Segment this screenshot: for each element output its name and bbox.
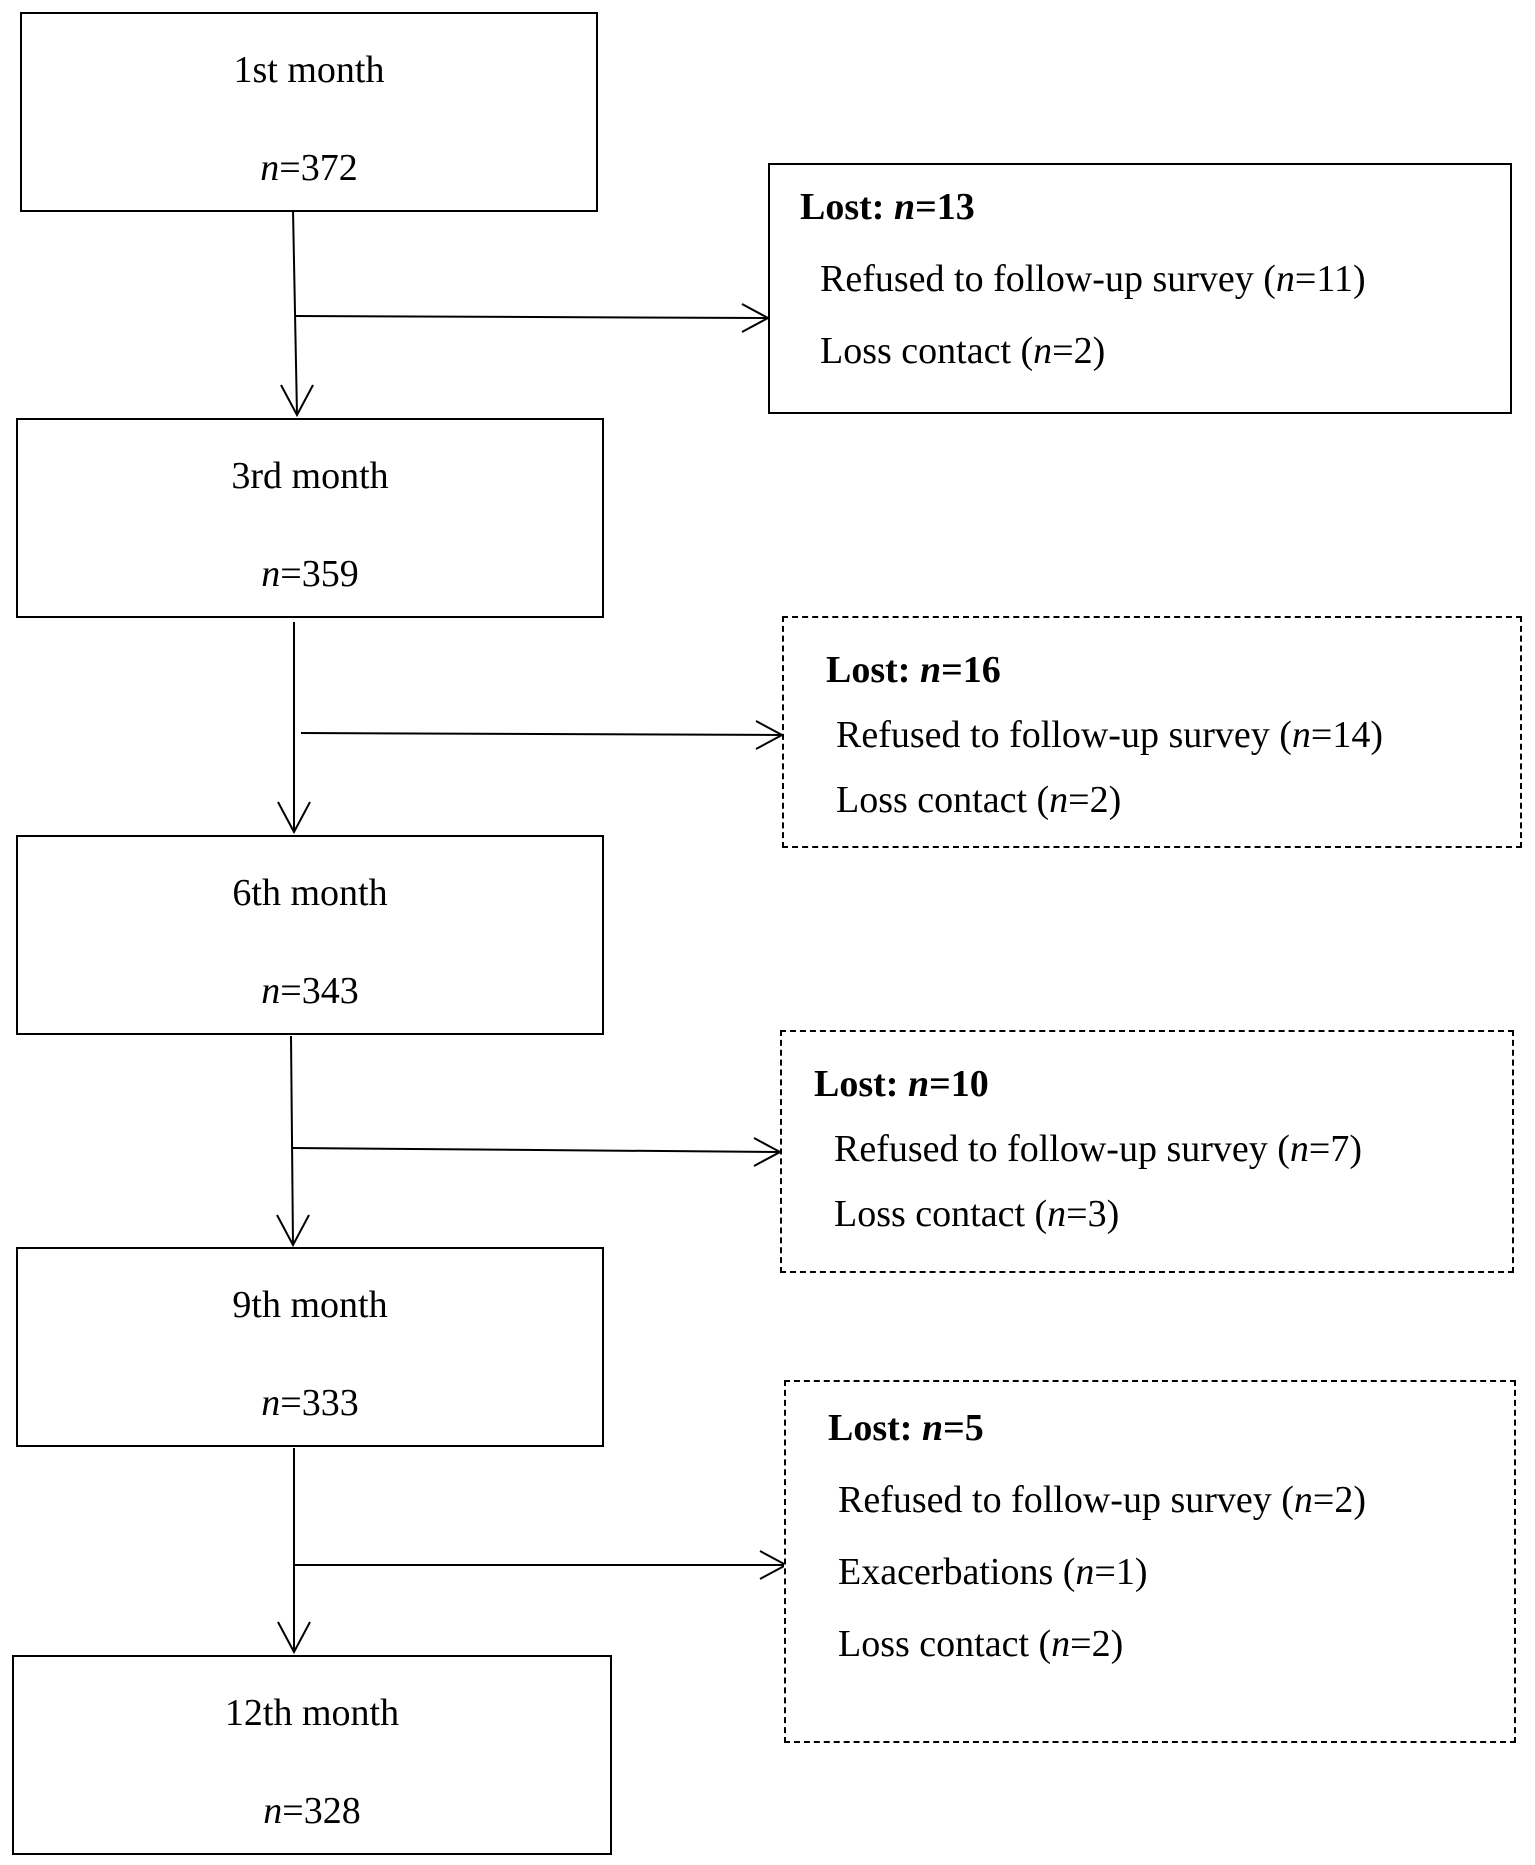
- down-arrow-head-3: [276, 1214, 310, 1248]
- stage-count: n=372: [260, 147, 358, 189]
- lost-box-2: Lost: n=16 Refused to follow-up survey (…: [782, 616, 1522, 848]
- stage-count: n=333: [261, 1382, 359, 1424]
- down-arrow-1: [292, 209, 298, 416]
- lost-reason: Refused to follow-up survey (n=14): [836, 714, 1384, 756]
- stage-label: 6th month: [232, 872, 388, 914]
- stage-count: n=328: [263, 1790, 361, 1832]
- stage-count: n=343: [261, 970, 359, 1012]
- side-arrow-3: [291, 1147, 781, 1153]
- side-arrow-2: [300, 732, 783, 736]
- lost-header: Lost: n=13: [800, 186, 975, 228]
- lost-reason: Exacerbations (n=1): [838, 1551, 1148, 1593]
- lost-reason: Refused to follow-up survey (n=7): [834, 1128, 1363, 1170]
- lost-reason: Loss contact (n=3): [834, 1193, 1120, 1235]
- stage-label: 1st month: [233, 49, 385, 91]
- stage-count: n=359: [261, 553, 359, 595]
- lost-reason: Loss contact (n=2): [836, 779, 1122, 821]
- stage-box-9th-month: 9th month n=333: [16, 1247, 604, 1447]
- stage-box-3rd-month: 3rd month n=359: [16, 418, 604, 618]
- stage-label: 12th month: [224, 1692, 400, 1734]
- stage-box-6th-month: 6th month n=343: [16, 835, 604, 1035]
- down-arrow-3: [290, 1035, 294, 1246]
- lost-header: Lost: n=16: [826, 649, 1001, 691]
- lost-reason: Loss contact (n=2): [820, 330, 1106, 372]
- stage-box-12th-month: 12th month n=328: [12, 1655, 612, 1855]
- down-arrow-head-1: [280, 384, 314, 418]
- stage-label: 9th month: [232, 1284, 388, 1326]
- lost-box-3: Lost: n=10 Refused to follow-up survey (…: [780, 1030, 1514, 1273]
- side-arrow-1: [294, 315, 769, 319]
- lost-box-1: Lost: n=13 Refused to follow-up survey (…: [768, 163, 1512, 414]
- stage-label: 3rd month: [231, 455, 389, 497]
- lost-header: Lost: n=5: [828, 1407, 984, 1449]
- lost-box-4: Lost: n=5 Refused to follow-up survey (n…: [784, 1380, 1516, 1743]
- lost-reason: Refused to follow-up survey (n=2): [838, 1479, 1367, 1521]
- stage-box-1st-month: 1st month n=372: [20, 12, 598, 212]
- lost-reason: Loss contact (n=2): [838, 1623, 1124, 1665]
- down-arrow-head-4: [277, 1621, 311, 1655]
- lost-reason: Refused to follow-up survey (n=11): [820, 258, 1366, 300]
- lost-header: Lost: n=10: [814, 1063, 989, 1105]
- down-arrow-head-2: [277, 801, 311, 835]
